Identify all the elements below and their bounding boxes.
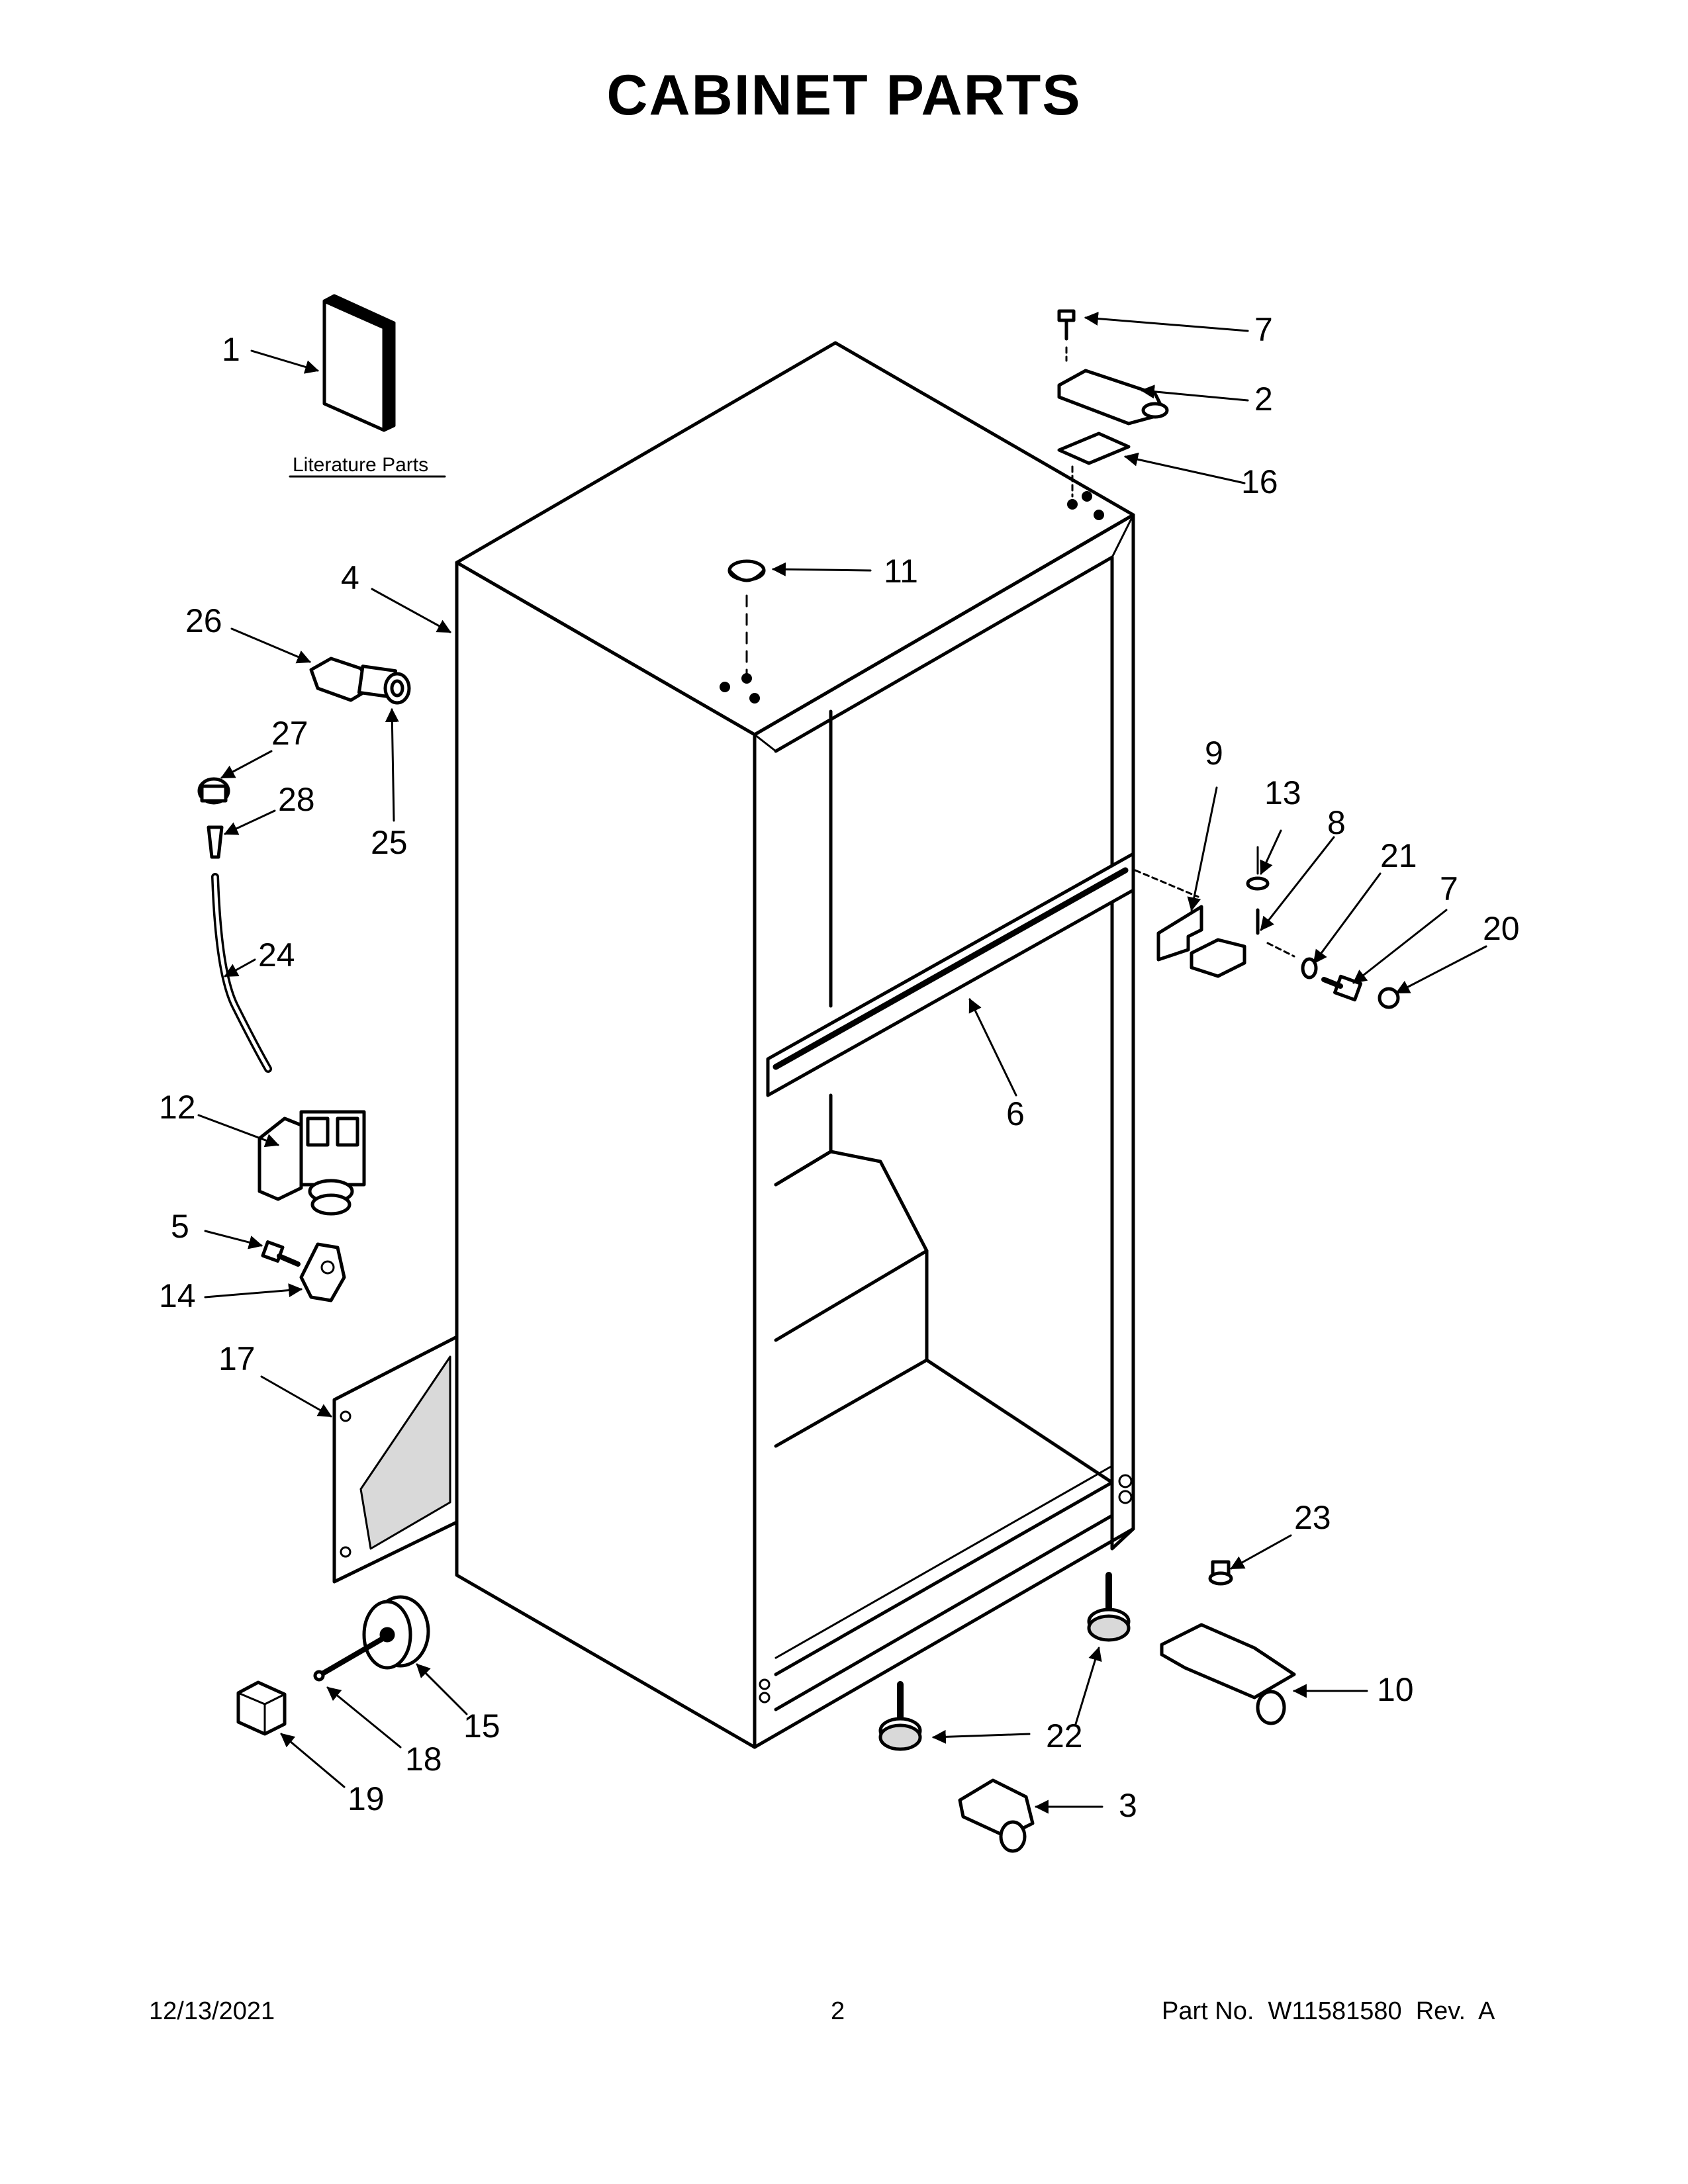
center-hinge-assembly xyxy=(1134,846,1400,1009)
callout-25: 25 xyxy=(371,824,408,861)
callout-20: 20 xyxy=(1483,910,1520,947)
callout-13: 13 xyxy=(1264,774,1301,811)
callout-12: 12 xyxy=(159,1089,196,1126)
callout-23: 23 xyxy=(1294,1499,1331,1536)
callout-22-center: 22 xyxy=(1046,1717,1083,1754)
rear-roller-parts xyxy=(236,1595,430,1736)
callout-21: 21 xyxy=(1380,837,1417,874)
callout-4: 4 xyxy=(341,559,359,596)
callout-8: 8 xyxy=(1327,804,1346,841)
callout-16: 16 xyxy=(1241,463,1278,500)
callout-24: 24 xyxy=(258,936,295,974)
water-inlet-parts xyxy=(197,657,411,1073)
footer-part-number: Part No. W11581580 Rev. A xyxy=(1162,1997,1495,2025)
footer-date: 12/13/2021 xyxy=(149,1997,275,2025)
plug xyxy=(727,559,766,676)
callout-19: 19 xyxy=(348,1780,385,1817)
callout-17: 17 xyxy=(218,1340,256,1377)
callout-26: 26 xyxy=(185,602,222,639)
callout-10: 10 xyxy=(1377,1671,1414,1708)
literature-book: Literature Parts xyxy=(289,294,446,478)
callout-27: 27 xyxy=(271,715,308,752)
footer-page-number: 2 xyxy=(831,1997,845,2025)
page-title: CABINET PARTS xyxy=(606,64,1082,127)
cabinet xyxy=(455,341,1135,1749)
callout-18: 18 xyxy=(405,1741,442,1778)
literature-label: Literature Parts xyxy=(293,454,428,476)
callout-7-hinge: 7 xyxy=(1440,870,1458,907)
callout-leaders xyxy=(197,312,1487,1814)
callout-numbers: 1 2 3 4 5 6 7 7 8 9 10 11 12 13 14 15 16… xyxy=(159,311,1520,1824)
leveling-and-roller-parts xyxy=(878,1560,1296,1853)
callout-6: 6 xyxy=(1006,1095,1025,1132)
top-hinge-assembly xyxy=(1057,309,1169,498)
water-valve xyxy=(258,1110,366,1216)
callout-3: 3 xyxy=(1119,1787,1137,1824)
screw-and-clip xyxy=(261,1240,346,1302)
callout-11: 11 xyxy=(884,553,918,590)
callout-1: 1 xyxy=(222,331,240,368)
callout-15: 15 xyxy=(463,1707,500,1745)
callout-14: 14 xyxy=(159,1277,196,1314)
callout-7-top: 7 xyxy=(1254,311,1273,348)
callout-28: 28 xyxy=(278,781,315,818)
callout-2: 2 xyxy=(1254,381,1273,418)
rear-panel xyxy=(332,1335,459,1584)
callout-9: 9 xyxy=(1205,735,1223,772)
callout-5: 5 xyxy=(171,1208,189,1245)
